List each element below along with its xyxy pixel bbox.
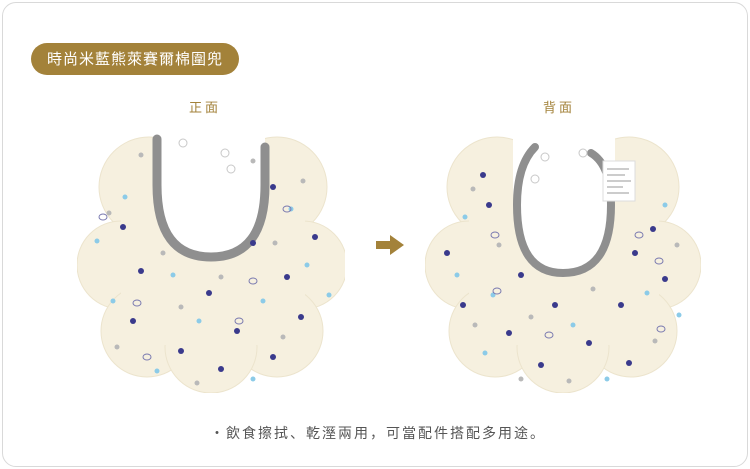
bib-back-image (425, 125, 701, 393)
front-label: 正面 (189, 101, 222, 116)
back-label: 背面 (543, 101, 576, 116)
product-title-badge: 時尚米藍熊萊賽爾棉圍兜 (31, 43, 240, 75)
arrow-right-icon (376, 235, 404, 255)
bib-front-image (77, 125, 345, 393)
product-caption: ・飲食擦拭、乾溼兩用，可當配件搭配多用途。 (210, 426, 546, 442)
